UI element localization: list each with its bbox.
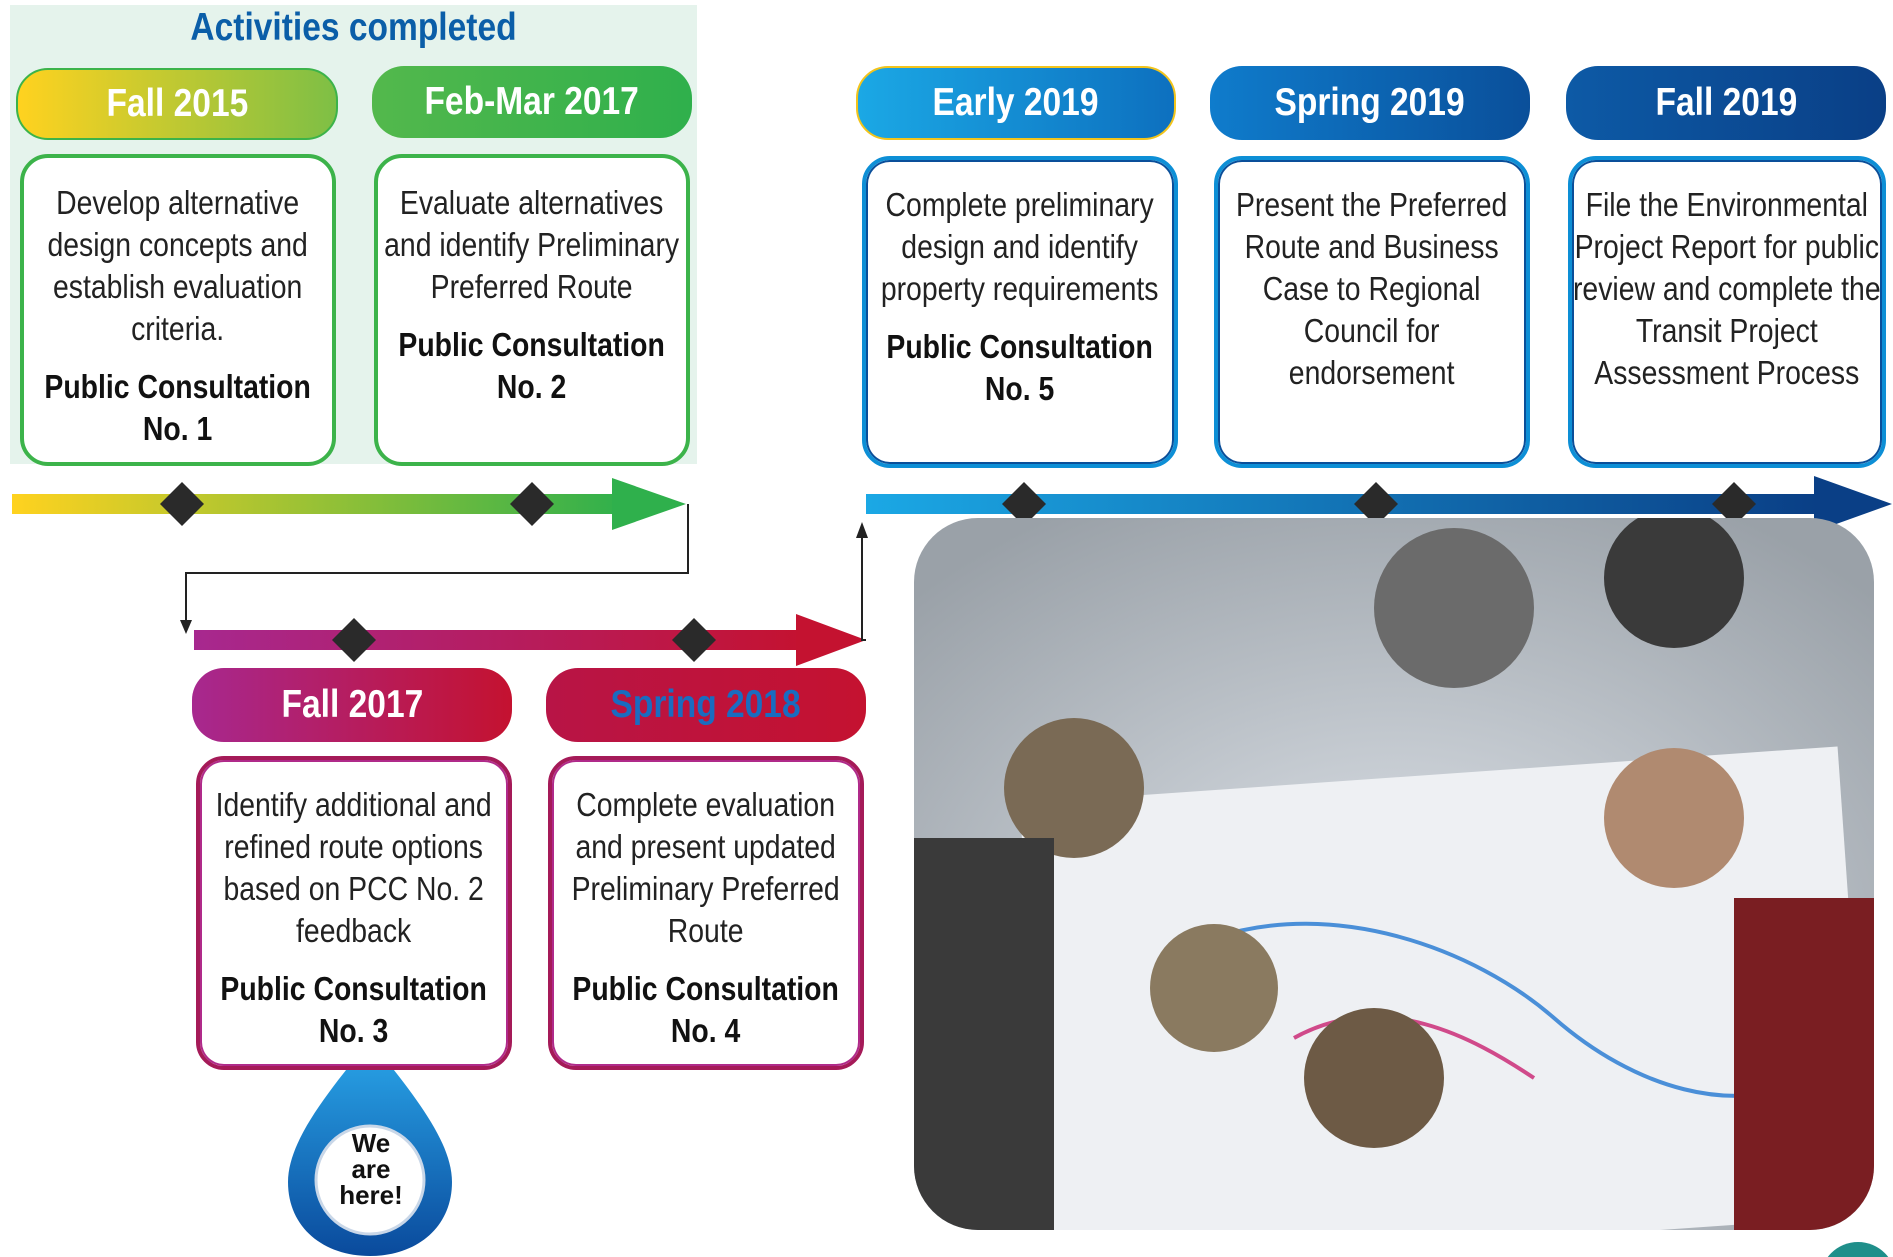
timeline-arrow-revised: [194, 614, 866, 666]
milestone-description: Present the Preferred Route and Business…: [1236, 186, 1508, 391]
date-label: Feb-Mar 2017: [424, 80, 640, 123]
milestone-diamond-spring-2019: [1354, 482, 1398, 526]
date-pill-spring-2019: Spring 2019: [1210, 66, 1530, 140]
milestone-diamond-fall-2019: [1712, 482, 1756, 526]
milestone-consultation: Public Consultation No. 3: [220, 970, 488, 1049]
date-pill-fall-2017: Fall 2017: [192, 668, 512, 742]
milestone-card-spring-2019: Present the Preferred Route and Business…: [1214, 156, 1530, 468]
milestone-diamond-early-2019: [1002, 482, 1046, 526]
milestone-card-fall-2017: Identify additional and refined route op…: [196, 756, 512, 1070]
date-pill-early-2019: Early 2019: [856, 66, 1176, 140]
date-pill-feb-mar-2017: Feb-Mar 2017: [372, 66, 692, 138]
milestone-description: Evaluate alternatives and identify Preli…: [384, 184, 680, 305]
panel-title: Activities completed: [190, 6, 517, 49]
photo-placeholder-graphic: [914, 518, 1874, 1230]
date-pill-fall-2019: Fall 2019: [1566, 66, 1886, 140]
milestone-card-early-2019: Complete preliminary design and identify…: [862, 156, 1178, 468]
date-pill-spring-2018: Spring 2018: [546, 668, 866, 742]
milestone-card-fall-2019: File the Environmental Project Report fo…: [1568, 156, 1886, 468]
milestone-diamond-fall-2015: [160, 482, 204, 526]
milestone-description: Complete preliminary design and identify…: [881, 186, 1159, 307]
connector-line-down: [185, 504, 689, 625]
milestone-description: Identify additional and refined route op…: [215, 786, 493, 949]
milestone-description: File the Environmental Project Report fo…: [1573, 186, 1881, 391]
date-label: Fall 2019: [1655, 81, 1797, 124]
milestone-diamond-fall-2017: [332, 618, 376, 662]
corner-badge: [1827, 1242, 1889, 1257]
milestone-card-fall-2015: Develop alternative design concepts and …: [20, 154, 336, 466]
milestone-card-spring-2018: Complete evaluation and present updated …: [548, 756, 864, 1070]
date-label: Spring 2018: [610, 683, 802, 726]
milestone-consultation: Public Consultation No. 4: [572, 970, 840, 1049]
milestone-card-feb-mar-2017: Evaluate alternatives and identify Preli…: [374, 154, 690, 466]
we-are-here-marker: [288, 1040, 452, 1256]
date-label: Fall 2015: [106, 82, 248, 125]
we-are-here-line-1: We: [351, 1128, 391, 1158]
milestone-consultation: Public Consultation No. 1: [44, 368, 312, 447]
consultation-photo: [914, 518, 1874, 1230]
date-label: Fall 2017: [281, 683, 423, 726]
timeline-arrow-completed: [12, 478, 686, 530]
milestone-consultation: Public Consultation No. 2: [398, 326, 666, 405]
date-pill-fall-2015: Fall 2015: [16, 68, 338, 140]
we-are-here-line-2: are: [351, 1154, 391, 1184]
date-label: Spring 2019: [1274, 81, 1466, 124]
milestone-description: Develop alternative design concepts and …: [47, 184, 309, 347]
we-are-here-line-3: here!: [339, 1180, 403, 1210]
we-are-here-label: We are here!: [336, 1130, 406, 1208]
milestone-description: Complete evaluation and present updated …: [571, 786, 841, 949]
connector-line-up: [861, 534, 866, 641]
milestone-diamond-spring-2018: [672, 618, 716, 662]
milestone-diamond-feb-mar-2017: [510, 482, 554, 526]
connector-arrowhead-down: [180, 620, 192, 634]
date-label: Early 2019: [932, 81, 1099, 124]
milestone-consultation: Public Consultation No. 5: [886, 328, 1154, 407]
connector-arrowhead-up: [856, 522, 868, 538]
